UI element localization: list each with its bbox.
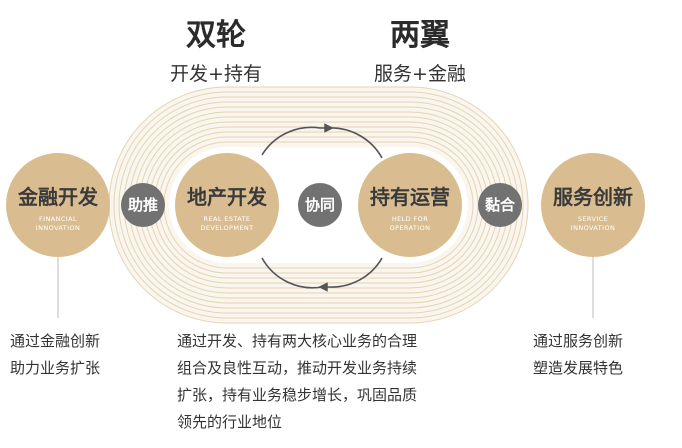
connector-bond-label: 黏合 [485,196,516,214]
right-header-title: 两翼 [390,18,450,53]
node-real-estate-label: 地产开发 [187,185,268,209]
node-real-estate-en-2: DEVELOPMENT [200,224,253,232]
node-real-estate: 地产开发 REAL ESTATE DEVELOPMENT [175,153,279,257]
ring-line [143,121,494,289]
ring-line [138,116,499,294]
right-header-subtitle: 服务+金融 [374,63,466,85]
left-header-subtitle: 开发+持有 [170,63,262,85]
left-header-title: 双轮 [186,18,246,53]
ring-line [153,131,484,279]
node-holding-label: 持有运营 [370,185,450,209]
node-finance: 金融开发 FINANCIAL INNOVATION [6,153,110,257]
connector-help-label: 助推 [128,196,158,214]
bottom-cycle-arrow [318,257,383,292]
node-service-en-1: SERVICE [578,215,608,223]
desc-right-line-2: 塑造发展特色 [533,359,623,377]
ring-line [108,86,529,324]
ring-line [123,101,514,309]
node-real-estate-en-1: REAL ESTATE [204,215,251,223]
connector-help: 助推 [121,183,165,227]
desc-center-line-2: 组合及良性互动，推动开发业务持续 [177,359,417,377]
top-cycle-arc [329,127,383,159]
node-service-en-2: INNOVATION [571,224,615,232]
node-holding-en-2: OPERATION [390,224,431,232]
ring-line [128,106,509,304]
ring-line [158,136,479,274]
node-finance-label: 金融开发 [17,185,99,209]
connector-bond: 黏合 [478,183,522,227]
ring-line [133,111,504,299]
desc-left-line-2: 助力业务扩张 [10,359,100,377]
desc-left-line-1: 通过金融创新 [10,332,100,350]
node-service-label: 服务创新 [553,185,633,209]
desc-center-line-1: 通过开发、持有两大核心业务的合理 [177,332,417,350]
desc-center-line-3: 扩张，持有业务稳步增长，巩固品质 [177,386,417,404]
desc-center-line-4: 领先的行业地位 [177,413,282,431]
node-service: 服务创新 SERVICE INNOVATION [541,153,645,257]
connector-together: 协同 [298,183,342,227]
bottom-cycle-arc [261,257,323,289]
ring-line [113,91,524,319]
top-cycle-arrow [261,123,334,156]
ring-line [163,141,474,269]
ring-line [118,96,519,314]
ring-line [148,126,489,284]
node-holding: 持有运营 HELD FOR OPERATION [358,153,462,257]
desc-right-line-1: 通过服务创新 [533,332,623,350]
node-finance-en-1: FINANCIAL [39,215,77,223]
connector-together-label: 协同 [305,196,335,214]
node-finance-en-2: INNOVATION [36,224,80,232]
node-holding-en-1: HELD FOR [392,215,428,223]
